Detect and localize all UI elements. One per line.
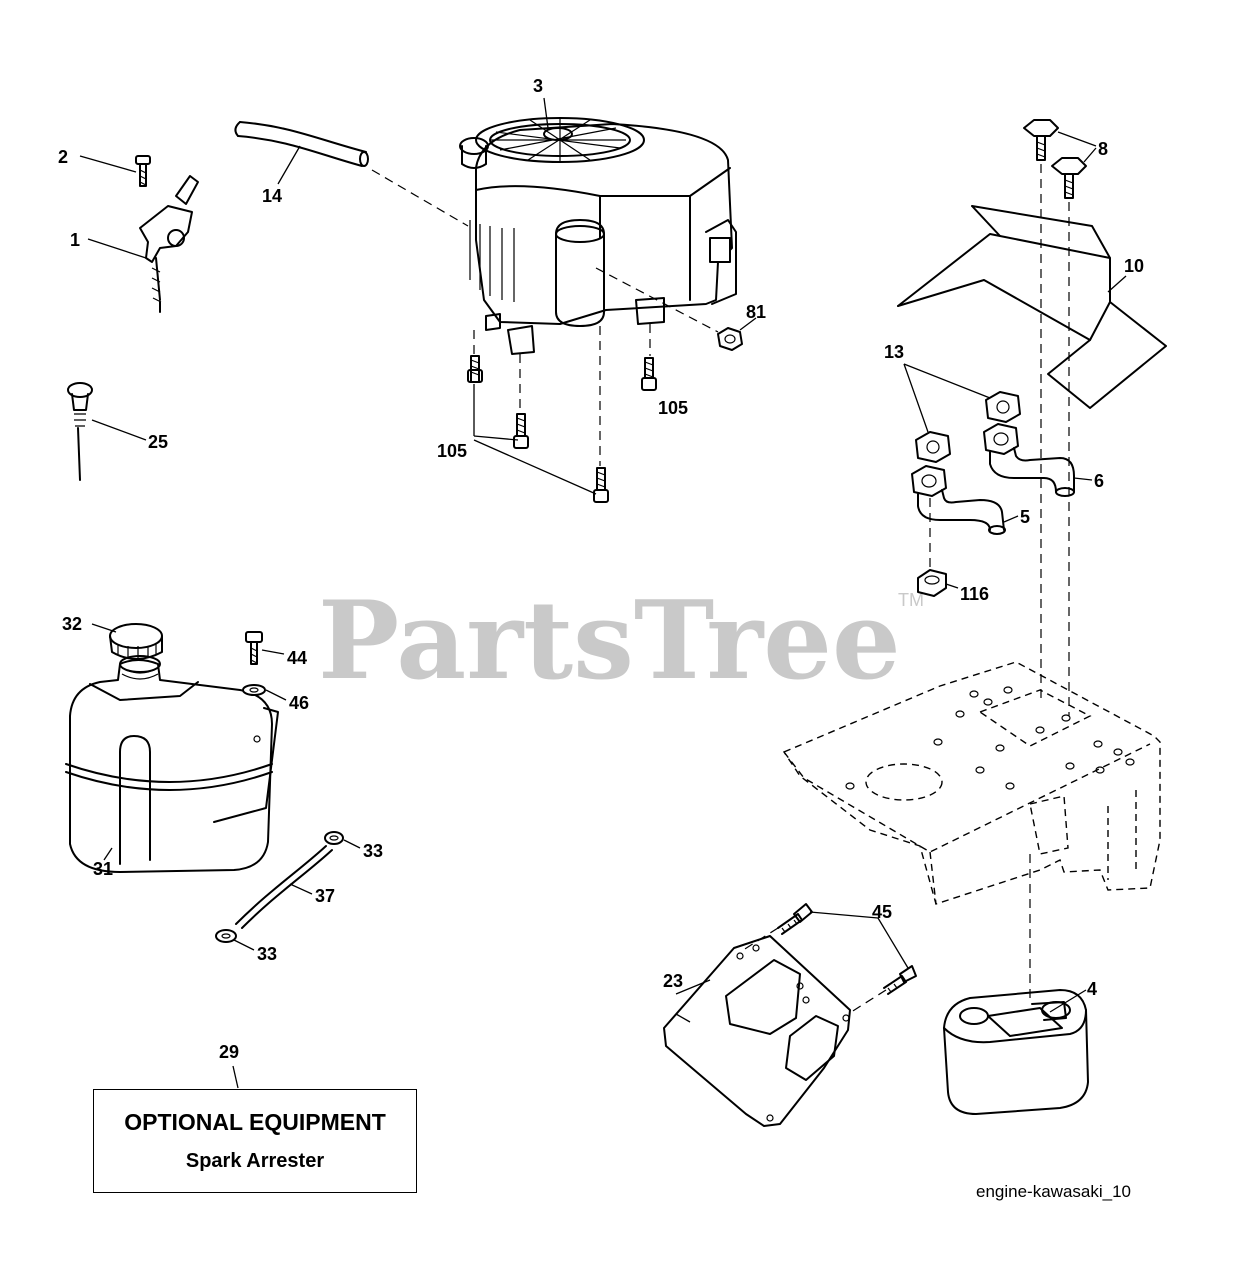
bolt-part-8-a [1023,119,1059,161]
optional-equipment-item: Spark Arrester [185,1150,325,1172]
clamp-part-33-upper [324,831,344,845]
bolt-part-105-b [513,413,529,449]
fuel-hose-part-14 [234,121,369,167]
bolt-part-45-b [883,965,917,995]
bolt-part-8-b [1051,157,1087,199]
heat-shield-part-10 [897,205,1167,409]
callout-33-lower: 33 [257,944,277,964]
callout-45: 45 [872,902,892,922]
callout-116: 116 [960,584,989,604]
optional-equipment-title: OPTIONAL EQUIPMENT [124,1109,386,1135]
diagram-reference-code: engine-kawasaki_10 [976,1182,1131,1201]
callout-105-lower: 105 [437,441,467,461]
callout-25: 25 [148,432,168,452]
partstree-watermark: PartsTree [318,578,901,704]
clamp-part-33-lower [215,929,237,943]
callout-14: 14 [262,186,282,206]
gasket-part-13-b [985,391,1021,423]
callout-13: 13 [884,342,904,362]
exhaust-pipe-part-5 [911,465,1006,535]
callout-23: 23 [663,971,683,991]
screw-part-2 [135,155,151,187]
callout-4: 4 [1087,979,1097,999]
washer-part-46 [242,684,266,696]
bolt-part-105-c [593,467,609,503]
callout-105-right: 105 [658,398,688,418]
callout-31: 31 [93,859,113,879]
trademark-mark: TM [898,590,924,610]
callout-44: 44 [287,648,307,668]
callout-37: 37 [315,886,335,906]
callout-29: 29 [219,1042,239,1062]
callout-2: 2 [58,147,68,167]
muffler-part-4 [943,989,1089,1115]
callout-33-upper: 33 [363,841,383,861]
fuel-tank-part-31 [65,655,279,873]
callout-10: 10 [1124,256,1144,276]
callout-3: 3 [533,76,543,96]
bolt-part-105-d [641,357,657,391]
fuel-line-part-37 [235,845,333,929]
callout-32: 32 [62,614,82,634]
screw-part-44 [245,631,263,665]
engine-part-3 [459,117,737,355]
fuel-cap-part-32 [109,623,163,660]
bolt-part-45-a [777,903,813,935]
nut-part-81 [717,327,743,351]
nut-part-116 [917,569,947,597]
callout-5: 5 [1020,507,1030,527]
dipstick-part-25 [67,382,93,481]
callout-8: 8 [1098,139,1108,159]
callout-81: 81 [746,302,766,322]
shield-plate-part-23 [663,935,851,1127]
throttle-control-part [139,175,199,313]
exhaust-pipe-part-6 [983,423,1075,497]
callout-1: 1 [70,230,80,250]
bolt-part-105-a [467,355,483,383]
tractor-frame [782,661,1161,905]
gasket-part-13-a [915,431,951,463]
callout-6: 6 [1094,471,1104,491]
optional-equipment-box: OPTIONAL EQUIPMENT Spark Arrester [93,1089,417,1193]
callout-46: 46 [289,693,309,713]
